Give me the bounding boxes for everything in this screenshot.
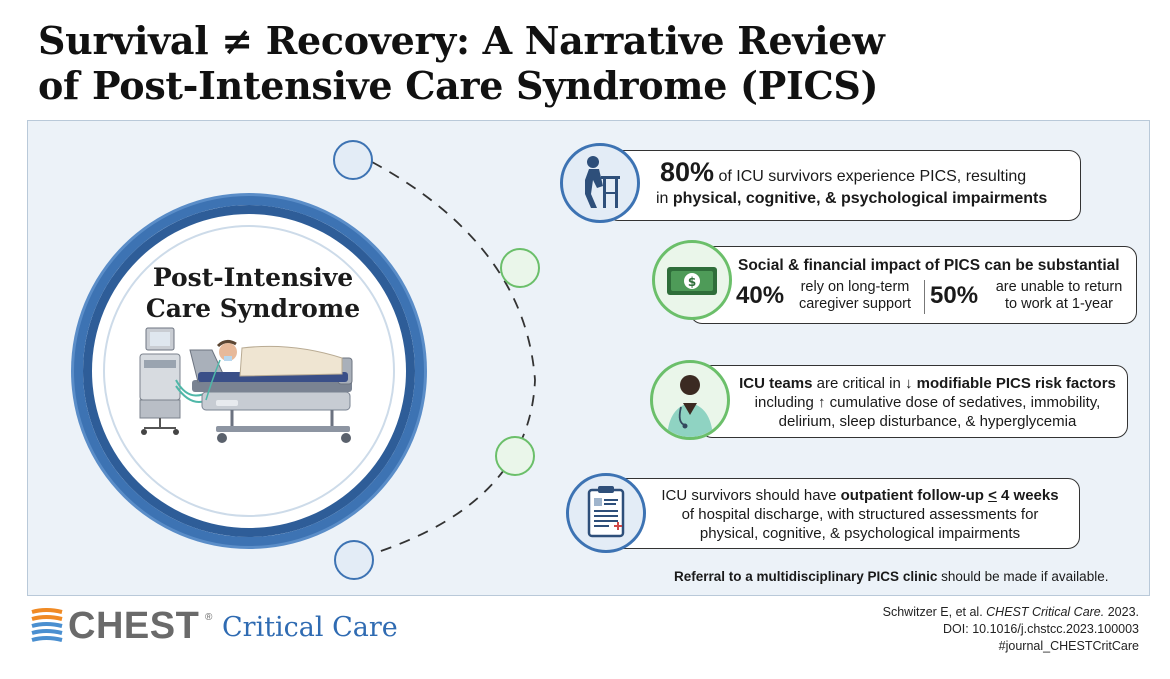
critical-care-wordmark: Critical Care [222,612,398,643]
card2-text-a: rely on long-term caregiver support [798,279,912,312]
card1-line1: 80% of ICU survivors experience PICS, re… [660,157,1027,187]
circle-title: Post-Intensive Care Syndrome [145,263,361,323]
title-line-2: of Post-Intensive Care Syndrome (PICS) [38,63,879,108]
icu-bed-illustration [139,327,353,443]
card3-line3: delirium, sleep disturbance, & hyperglyc… [778,413,1077,430]
chest-logo-icon [31,608,63,642]
card2-text-b: are unable to return to work at 1-year [995,279,1123,312]
card4-text: ICU survivors should have outpatient fol… [640,486,1080,543]
money-bill-icon: $ [667,267,717,295]
elderly-walker-icon [585,156,620,208]
chest-wordmark: CHEST [68,605,200,647]
arc-dot-4 [334,540,374,580]
svg-text:$: $ [688,275,696,289]
card4-line3: physical, cognitive, & psychological imp… [699,525,1021,542]
card4-line2: of hospital discharge, with structured a… [681,506,1039,523]
stat-card-icu-teams [700,365,1128,438]
icon-circle-1 [560,143,640,223]
card3-text: ICU teams are critical in ↓ modifiable P… [730,374,1125,431]
stat-card-prevalence [606,150,1081,221]
arc-dot-1 [333,140,373,180]
card3-line1: ICU teams are critical in ↓ modifiable P… [739,375,1116,392]
icon-circle-3 [650,360,730,440]
arc-dot-2 [500,248,540,288]
icon-circle-4 [566,473,646,553]
referral-note: Referral to a multidisciplinary PICS cli… [674,569,1109,584]
citation-hashtag: #journal_CHESTCritCare [998,639,1139,653]
citation-line-1: Schwitzer E, et al. CHEST Critical Care.… [882,605,1139,619]
card1-line2: in physical, cognitive, & psychological … [656,190,1048,207]
registered-mark: ® [205,612,213,623]
title-line-1: Survival ≠ Recovery: A Narrative Review [38,18,885,63]
card2-stat-a: 40% [736,282,785,309]
arc-dot-3 [495,436,535,476]
card3-line2: including ↑ cumulative dose of sedatives… [754,394,1101,411]
page-title: Survival ≠ Recovery: A Narrative Review … [38,18,1138,108]
card2-divider [924,280,925,314]
card1-stat: 80% [660,157,715,187]
stat-card-follow-up [610,478,1080,549]
citation: Schwitzer E, et al. CHEST Critical Care.… [883,604,1139,655]
icon-circle-2: $ [652,240,732,320]
card4-line1: ICU survivors should have outpatient fol… [661,487,1059,504]
card2-stat-b: 50% [930,282,979,309]
doctor-icon [667,375,713,437]
citation-doi: DOI: 10.1016/j.chstcc.2023.100003 [943,622,1139,636]
card2-heading: Social & financial impact of PICS can be… [738,257,1120,274]
clipboard-icon [587,486,625,538]
